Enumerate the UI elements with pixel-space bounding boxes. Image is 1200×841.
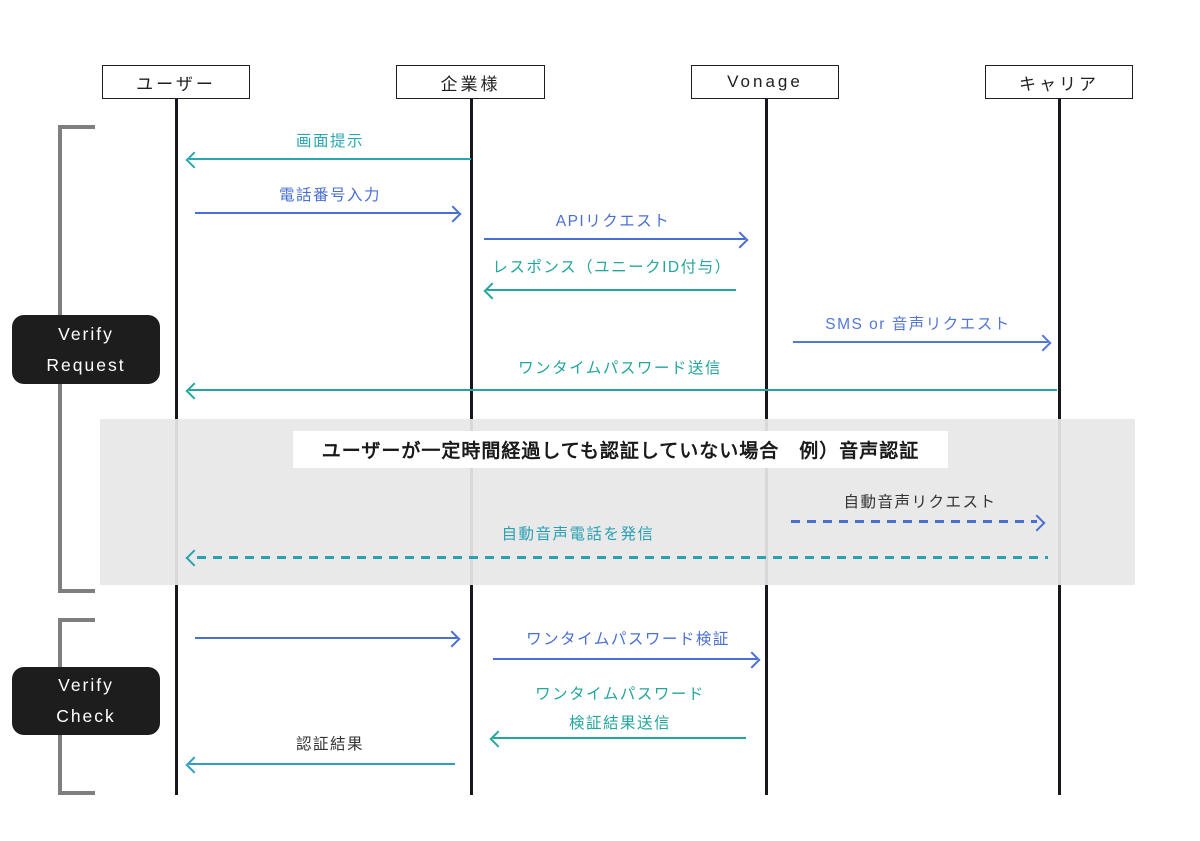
message-line	[487, 289, 736, 291]
badge-label-line: Request	[46, 354, 126, 375]
actor-box-user: ユーザー	[102, 65, 250, 99]
message-line	[791, 520, 1037, 523]
message-label: APIリクエスト	[555, 213, 671, 230]
arrow-head-left-icon	[185, 151, 203, 169]
actor-label: 企業様	[440, 74, 501, 94]
arrow-head-left-icon	[185, 756, 203, 774]
arrow-head-left-icon	[489, 730, 507, 748]
actor-label: Vonage	[727, 72, 803, 91]
verify-check-badge: Verify Check	[12, 667, 160, 735]
message-label: 認証結果	[295, 736, 365, 753]
message-line	[195, 212, 458, 214]
message-line	[493, 658, 757, 660]
message-label: ワンタイムパスワード検証	[526, 631, 730, 648]
actor-box-carrier: キャリア	[985, 65, 1133, 99]
arrow-head-right-icon	[731, 231, 749, 249]
badge-label-line: Verify	[58, 675, 114, 695]
message-line	[189, 158, 471, 160]
message-line	[189, 763, 455, 765]
actor-box-vonage: Vonage	[691, 65, 839, 99]
verify-request-badge: Verify Request	[12, 315, 160, 384]
message-line	[793, 341, 1048, 343]
actor-box-company: 企業様	[396, 65, 545, 99]
message-label: 電話番号入力	[278, 187, 382, 204]
message-line	[195, 637, 457, 639]
badge-label-line: Check	[56, 706, 116, 726]
arrow-head-right-icon	[1034, 334, 1052, 352]
arrow-head-right-icon	[444, 205, 462, 223]
arrow-head-left-icon	[483, 282, 501, 300]
arrow-head-left-icon	[185, 382, 203, 400]
arrow-head-right-icon	[443, 630, 461, 648]
actor-label: ユーザー	[136, 74, 216, 94]
actor-label: キャリア	[1019, 74, 1099, 94]
message-label: 画面提示	[295, 133, 365, 150]
alt-section-title: ユーザーが一定時間経過しても認証していない場合 例）音声認証	[293, 431, 948, 468]
message-label: 自動音声電話を発信	[501, 526, 655, 543]
message-line	[197, 556, 1048, 559]
message-label: 自動音声リクエスト	[843, 494, 997, 511]
message-label: ワンタイムパスワード送信	[518, 360, 722, 377]
message-line	[493, 737, 746, 739]
message-label-line: 検証結果送信	[568, 715, 672, 732]
message-label: SMS or 音声リクエスト	[825, 316, 1011, 333]
badge-label-line: Verify	[58, 323, 114, 344]
arrow-head-right-icon	[743, 651, 761, 669]
message-line	[484, 238, 745, 240]
message-label: レスポンス（ユニークID付与）	[492, 259, 732, 276]
message-label-line: ワンタイムパスワード	[535, 686, 705, 703]
message-label: ワンタイムパスワード 検証結果送信	[535, 680, 705, 738]
message-line	[189, 389, 1057, 391]
